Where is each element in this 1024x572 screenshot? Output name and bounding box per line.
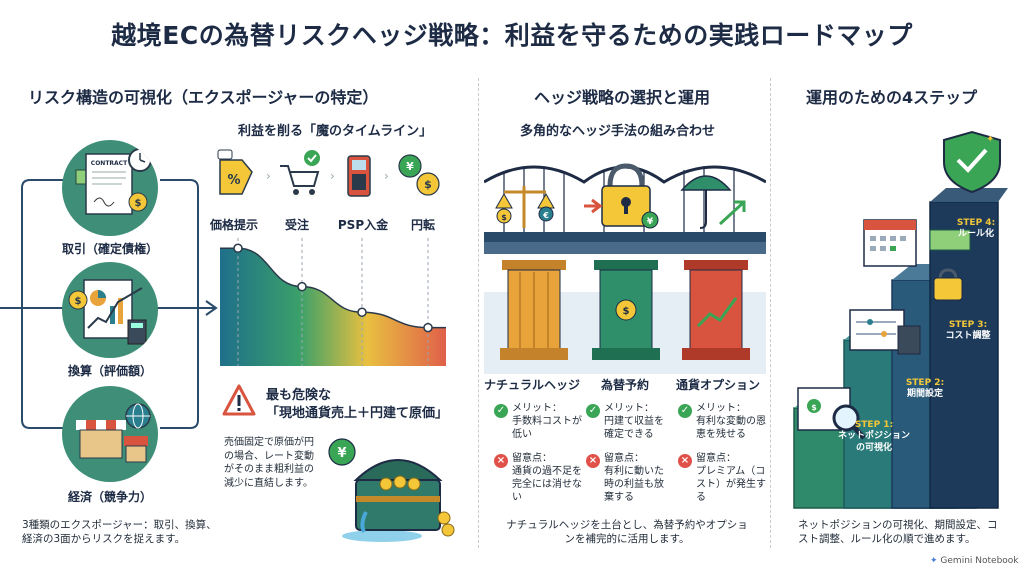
merit-forward: メリット：円建て収益を確定できる [604, 403, 664, 440]
page-title: 越境ECの為替リスクヘッジ戦略：利益を守るための実践ロードマップ [111, 21, 913, 50]
brand-text: Gemini Notebook [940, 556, 1019, 566]
caution-natural: 留意点：通貨の過不足を完全には消せない [512, 453, 582, 503]
warning-icon [222, 384, 256, 416]
exposure-label-economic: 経済（競争力） [67, 490, 152, 504]
merit-natural: メリット：手数料コストが低い [512, 403, 582, 440]
currency-exchange-icon: ¥ $ [398, 154, 440, 196]
timeline-step-quote: 価格提示 [209, 218, 258, 232]
strategy-name-option: 通貨オプション [675, 378, 760, 392]
price-tag-icon: % [217, 149, 253, 195]
market-stall-icon [76, 403, 151, 463]
divider-left [478, 78, 479, 548]
shield-check-icon: ✦ [943, 130, 1001, 194]
leaking-treasure-chest-icon: ¥ [328, 438, 455, 542]
exposure-label-translation: 換算（評価額） [67, 364, 152, 378]
middle-summary: ナチュラルヘッジを土台とし、為替予約やオプションを補完的に活用します。 [506, 519, 748, 546]
svg-text:$: $ [811, 403, 817, 412]
svg-text:$: $ [424, 178, 432, 191]
cash-lock-icon [929, 229, 971, 301]
translation-circle: $ [62, 262, 158, 358]
right-summary: ネットポジションの可視化、期間設定、コスト調整、ルール化の順で進めます。 [798, 519, 998, 546]
svg-text:$: $ [501, 213, 507, 222]
merit-check-icon: ✓ [586, 404, 600, 418]
pillar-forward-contract: $ [592, 260, 660, 360]
left-heading: リスク構造の可視化（エクスポージャーの特定） [28, 88, 379, 107]
step-2: STEP 2: 期間設定 [905, 378, 945, 400]
timeline-icons: % › › › ¥ $ [217, 149, 440, 197]
profit-point-1 [297, 281, 307, 292]
danger-title-2: 「現地通貨売上＋円建て原価」 [266, 406, 449, 421]
merit-option: メリット：有利な変動の恩恵を残せる [696, 403, 766, 440]
sparkle-icon: ✦ [930, 556, 938, 566]
profit-point-0 [233, 243, 243, 253]
svg-text:%: % [227, 173, 240, 188]
report-chart-icon: $ [68, 279, 147, 345]
strategy-name-forward: 為替予約 [600, 378, 649, 392]
strategy-name-natural: ナチュラルヘッジ [483, 378, 580, 392]
divider-right [770, 78, 771, 548]
merit-check-icon: ✓ [494, 404, 508, 418]
right-heading: 運用のための4ステップ [806, 88, 978, 107]
payment-terminal-icon [347, 155, 371, 197]
exposure-label-transaction: 取引（確定債権） [61, 242, 158, 256]
timeline-step-psp: PSP入金 [337, 218, 389, 232]
contract-icon: CONTRACT $ [75, 148, 152, 215]
magnifier-report-icon: $ [797, 387, 866, 440]
caution-x-icon: × [494, 454, 508, 468]
svg-text:›: › [266, 169, 271, 183]
svg-text:$: $ [135, 198, 142, 209]
caution-x-icon: × [678, 454, 692, 468]
merit-check-icon: ✓ [678, 404, 692, 418]
svg-text:¥: ¥ [337, 446, 346, 461]
svg-text:$: $ [75, 296, 82, 307]
svg-text:$: $ [623, 306, 630, 317]
step-3: STEP 3: コスト調整 [945, 320, 991, 342]
profit-erosion-chart [220, 238, 446, 366]
timeline-step-order: 受注 [284, 218, 309, 232]
profit-area [220, 248, 446, 366]
brand-logo: ✦ Gemini Notebook [930, 556, 1019, 566]
step-1: STEP 1: ネットポジション の可視化 [837, 420, 910, 453]
middle-heading: ヘッジ戦略の選択と運用 [534, 88, 711, 107]
staircase-illustration: ✦ $ [793, 130, 1008, 509]
contract-circle: CONTRACT $ [62, 140, 158, 236]
umbrella-icon [680, 175, 746, 229]
left-summary: 3種類のエクスポージャー：取引、換算、経済の3面からリスクを捉えます。 [22, 519, 217, 546]
svg-text:✦: ✦ [986, 134, 994, 145]
danger-body: 売価固定で原価が円の場合、レート変動がそのまま粗利益の減少に直結します。 [224, 437, 314, 489]
caution-x-icon: × [586, 454, 600, 468]
timeline-step-conversion: 円転 [410, 218, 435, 232]
caution-option: 留意点：プレミアム（コスト）が発生する [696, 453, 766, 503]
caution-forward: 留意点：有利に動いた時の利益も放棄する [604, 453, 664, 503]
svg-text:¥: ¥ [406, 160, 414, 173]
svg-text:¥: ¥ [647, 217, 654, 227]
step-4: STEP 4: ルール化 [956, 218, 996, 240]
danger-title-1: 最も危険な [266, 388, 332, 403]
calendar-icon [863, 219, 917, 267]
svg-text:›: › [330, 169, 335, 183]
economic-circle [62, 386, 158, 482]
contract-text: CONTRACT [91, 160, 128, 167]
profit-line [220, 247, 446, 329]
settings-panel-icon [849, 309, 921, 355]
svg-text:›: › [384, 169, 389, 183]
bridge-illustration: $ € ¥ $ [484, 163, 766, 374]
step-block-4 [929, 188, 1008, 509]
scale-icon: $ € [495, 186, 555, 228]
profit-point-3 [423, 322, 433, 333]
padlock-icon: ¥ [584, 163, 659, 229]
middle-subheading: 多角的なヘッジ手法の組み合わせ [520, 124, 716, 139]
svg-text:€: € [542, 211, 549, 220]
pillar-natural-hedge [500, 260, 568, 360]
profit-point-2 [357, 307, 367, 317]
pillar-currency-option [682, 260, 750, 360]
timeline-heading: 利益を削る「魔のタイムライン」 [238, 124, 433, 139]
shopping-cart-icon [280, 150, 320, 195]
